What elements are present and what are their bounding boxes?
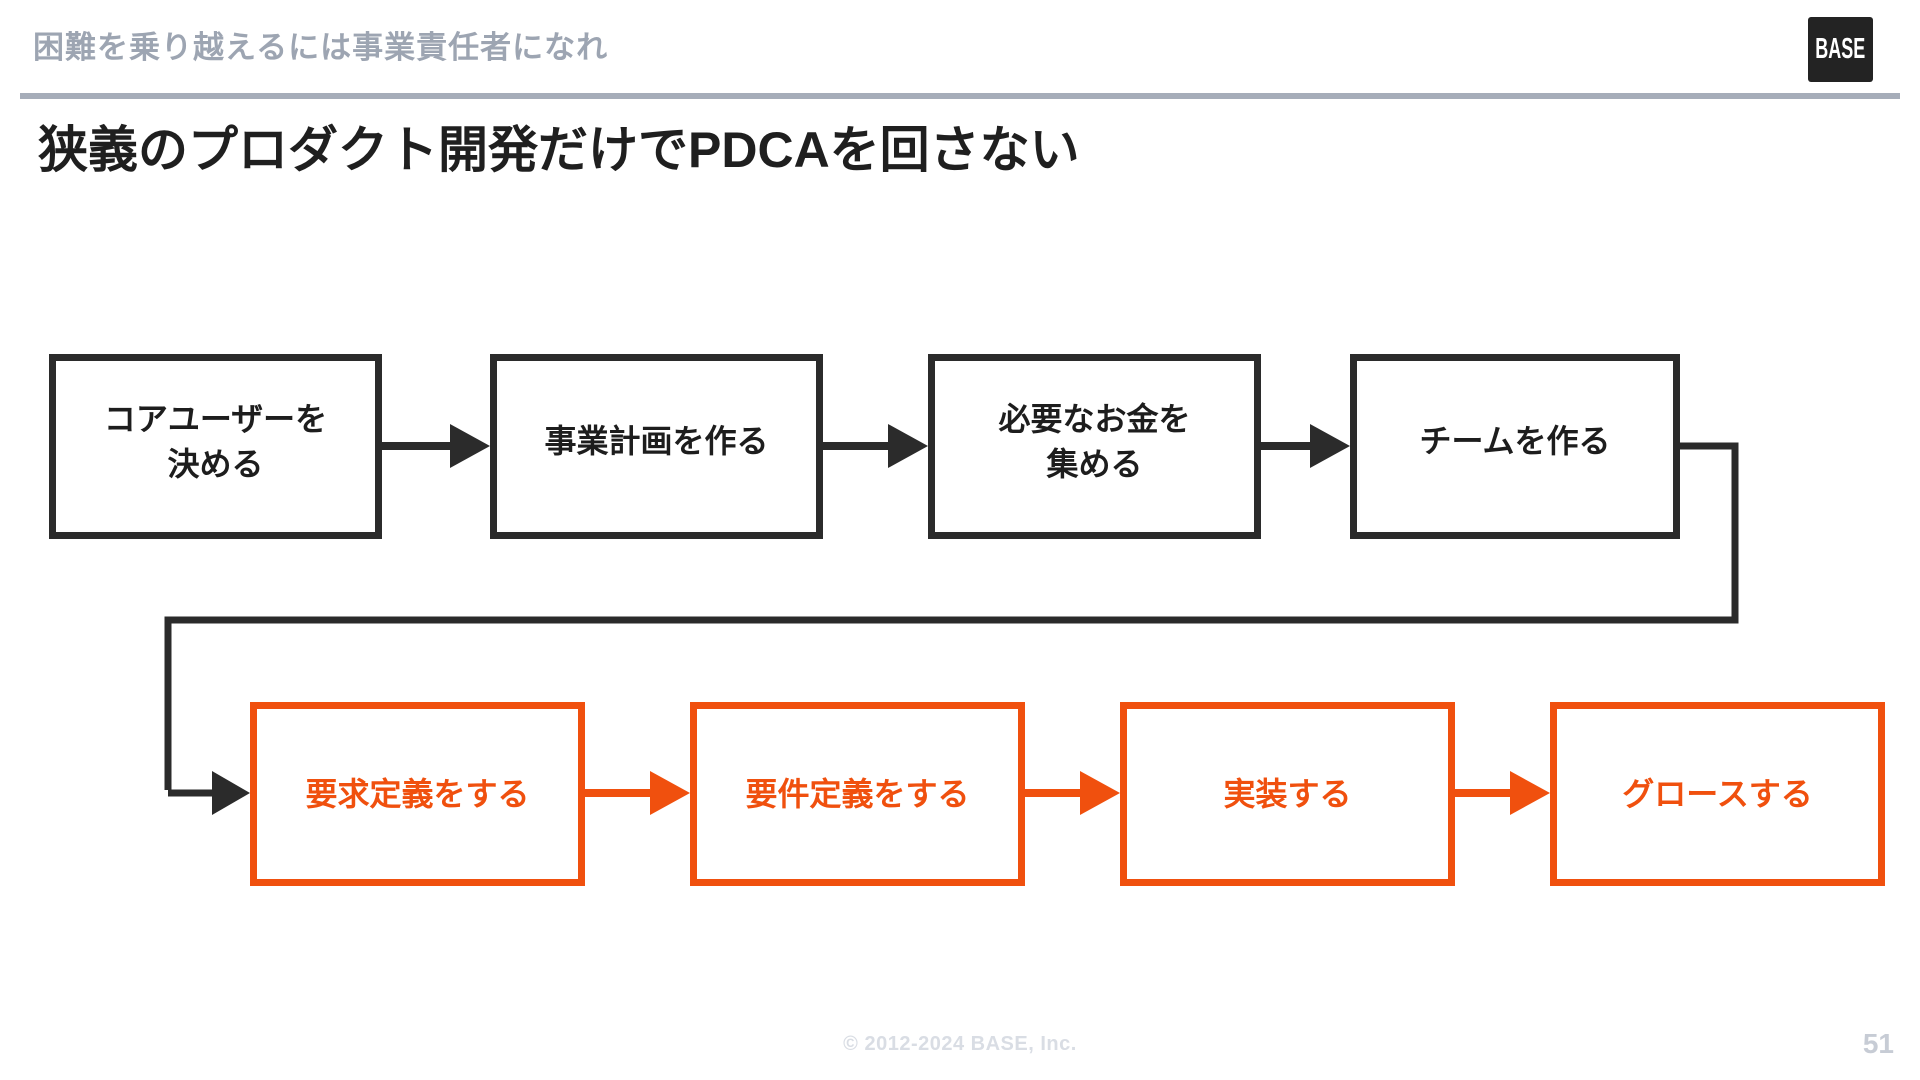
flow-box-raise-money: 必要なお金を 集める — [928, 354, 1261, 539]
flow-box-label: コアユーザーを 決める — [103, 400, 328, 482]
arrow-bottom-1 — [585, 771, 690, 815]
flow-box-label: チームを作る — [1419, 423, 1611, 460]
flow-box-label: 要件定義をする — [745, 775, 970, 812]
flow-box-requirements-request: 要求定義をする — [250, 702, 585, 886]
page-number: 51 — [1862, 1028, 1894, 1059]
header-subtitle: 困難を乗り越えるには事業責任者になれ — [33, 30, 609, 65]
arrow-bottom-2 — [1025, 771, 1120, 815]
flow-box-make-business-plan: 事業計画を作る — [490, 354, 823, 539]
flow-box-label: 必要なお金を 集める — [998, 400, 1191, 482]
flow-box-decide-core-user: コアユーザーを 決める — [49, 354, 382, 539]
flow-box-label: 事業計画を作る — [544, 423, 769, 460]
flow-box-label: グロースする — [1622, 775, 1813, 812]
flow-box-label: 実装する — [1223, 775, 1352, 812]
header-divider — [20, 93, 1900, 99]
flow-box-label: 要求定義をする — [305, 775, 530, 812]
flow-box-requirements-definition: 要件定義をする — [690, 702, 1025, 886]
footer-copyright: © 2012-2024 BASE, Inc. — [843, 1033, 1077, 1055]
flow-box-implement: 実装する — [1120, 702, 1455, 886]
slide-title: 狭義のプロダクト開発だけでPDCAを回さない — [38, 122, 1080, 178]
base-logo-text: BASE — [1815, 33, 1866, 65]
arrow-bottom-3 — [1455, 771, 1550, 815]
arrow-top-3 — [1261, 424, 1350, 468]
arrow-top-2 — [823, 424, 928, 468]
flow-box-build-team: チームを作る — [1350, 354, 1680, 539]
base-logo-icon: BASE — [1808, 17, 1873, 82]
arrow-top-1 — [381, 424, 490, 468]
flow-box-growth: グロースする — [1550, 702, 1885, 886]
